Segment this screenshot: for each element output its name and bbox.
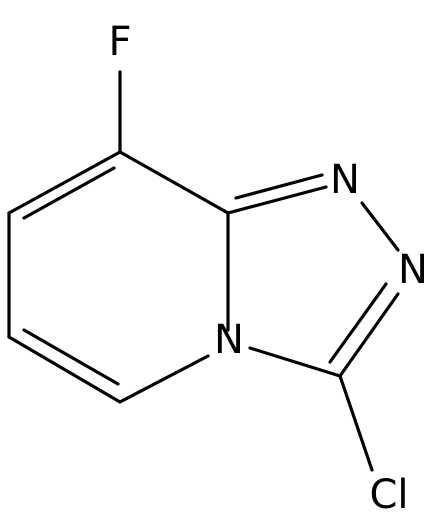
bond-c8a-n1-inner [234,173,324,200]
bond-c3-n4 [248,346,342,378]
atom-labels: F N N N Cl [108,19,427,518]
bond-n2-c3 [338,292,400,378]
atom-chlorine: Cl [369,472,408,518]
atom-nitrogen-bridge: N [214,317,244,363]
bond-c3-cl [338,374,374,472]
bond-n1-n2 [360,201,400,252]
bond-c8-c8a [118,150,230,215]
bonds [7,70,400,472]
bond-c8a-n1 [226,185,328,215]
bond-c5-n4 [118,354,210,404]
bond-c8-c7 [7,150,122,215]
bond-n2-c3-inner [328,282,388,364]
atom-nitrogen-1: N [330,157,360,203]
atom-fluorine: F [108,19,131,65]
bond-c6-c5-inner [22,328,120,386]
bond-c6-c5 [7,335,122,404]
bond-c8-c7-inner [22,166,116,220]
atom-nitrogen-2: N [398,247,428,293]
